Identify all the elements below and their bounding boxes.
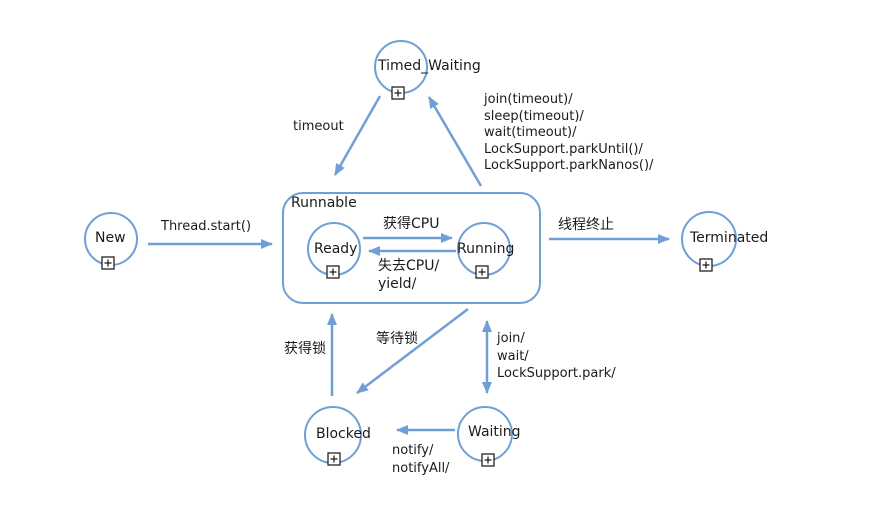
expand-toggle-timed-waiting[interactable] <box>391 86 405 100</box>
expand-toggle-blocked[interactable] <box>327 452 341 466</box>
node-terminated-circle[interactable] <box>681 211 737 267</box>
expand-toggle-terminated[interactable] <box>699 258 713 272</box>
to-timed-waiting-arrow <box>427 96 483 187</box>
node-waiting-circle[interactable] <box>457 406 513 462</box>
expand-toggle-new[interactable] <box>101 256 115 270</box>
expand-toggle-running[interactable] <box>475 265 489 279</box>
expand-toggle-ready[interactable] <box>326 265 340 279</box>
runnable-group-box[interactable] <box>282 192 541 304</box>
wait-lock-arrow <box>356 308 469 394</box>
expand-toggle-waiting[interactable] <box>481 453 495 467</box>
node-timed-waiting-circle[interactable] <box>374 40 428 94</box>
timeout-arrow <box>333 95 382 176</box>
